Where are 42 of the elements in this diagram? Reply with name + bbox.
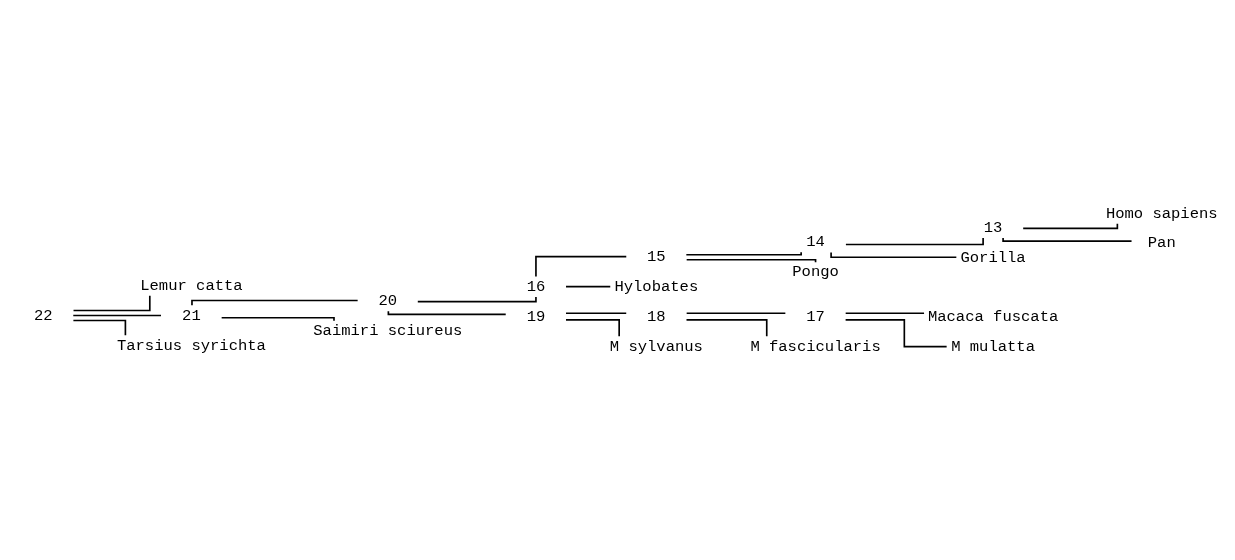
connector — [72, 319, 127, 337]
connector — [1022, 222, 1119, 230]
connector — [685, 258, 817, 263]
node-text: 18 — [647, 307, 666, 326]
connector — [565, 285, 612, 288]
node-text: Homo sapiens — [1105, 204, 1218, 223]
connector — [844, 312, 925, 315]
node-text: 20 — [378, 292, 398, 311]
node-text: M sylvanus — [609, 337, 703, 356]
node-text: Pongo — [792, 263, 839, 282]
node-text: 15 — [647, 247, 666, 266]
node-text: Pan — [1147, 234, 1176, 253]
node-text: Macaca fuscata — [927, 307, 1059, 326]
node-text: 17 — [806, 307, 825, 326]
node-text: Saimiri sciureus — [313, 322, 463, 341]
connector — [685, 312, 787, 315]
node-text: Tarsius syrichta — [116, 336, 266, 355]
node-text: 14 — [806, 233, 825, 252]
connector — [387, 310, 507, 316]
connector — [685, 319, 768, 338]
connector — [416, 296, 537, 303]
connector — [1002, 237, 1133, 242]
node-text: Gorilla — [960, 248, 1026, 267]
node-text: 19 — [526, 307, 546, 326]
node-text: Lemur catta — [140, 276, 243, 295]
node-text: Hylobates — [614, 277, 699, 296]
connector — [845, 237, 984, 246]
node-text: 13 — [983, 218, 1003, 237]
node-text: 16 — [526, 277, 546, 296]
connector — [685, 251, 802, 256]
node-text: 21 — [182, 306, 201, 325]
connector — [565, 312, 628, 315]
node-text: M fascicularis — [750, 337, 881, 356]
connector — [844, 319, 948, 348]
connector — [72, 314, 162, 317]
connector — [72, 294, 151, 312]
connector — [220, 316, 335, 322]
connector — [830, 251, 958, 259]
connector — [535, 255, 628, 278]
node-text: M mulatta — [951, 337, 1035, 356]
node-text: 22 — [33, 306, 53, 325]
connector — [565, 319, 620, 338]
